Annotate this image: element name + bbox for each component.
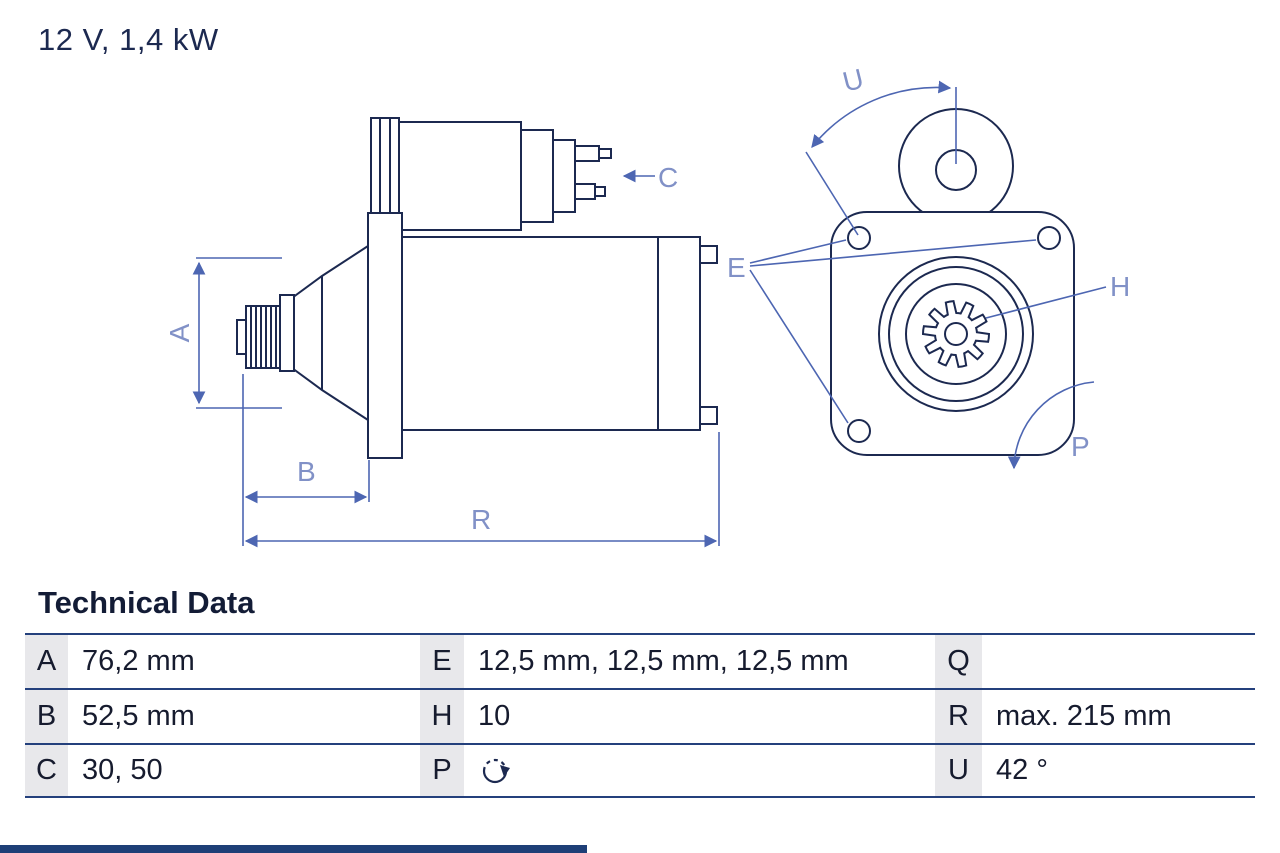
table-key-cell: P xyxy=(420,745,464,796)
technical-data-section: Technical Data A 76,2 mm E 12,5 mm, 12,5… xyxy=(25,585,1255,798)
bolt-hole-top-left xyxy=(847,226,871,250)
product-drawing: A B R C E H U P xyxy=(164,63,1130,548)
bolt-hole-bottom-left xyxy=(847,419,871,443)
table-value-cell xyxy=(464,745,935,796)
dimension-label-P: P xyxy=(1071,431,1090,462)
table-key-cell: U xyxy=(935,745,982,796)
table-value-cell: 52,5 mm xyxy=(82,700,195,732)
dimension-label-U: U xyxy=(840,63,867,98)
table-key-cell: Q xyxy=(935,635,982,688)
dimension-label-A: A xyxy=(164,323,195,342)
table-value-cell: 76,2 mm xyxy=(82,645,195,677)
table-key-cell: C xyxy=(25,745,68,796)
table-key-cell: E xyxy=(420,635,464,688)
table-row: A 76,2 mm E 12,5 mm, 12,5 mm, 12,5 mm Q xyxy=(25,633,1255,688)
side-view xyxy=(236,117,718,459)
table-key-cell: A xyxy=(25,635,68,688)
page-title: 12 V, 1,4 kW xyxy=(38,22,219,57)
dimension-label-H: H xyxy=(1110,271,1130,302)
table-value-cell: 30, 50 xyxy=(82,754,163,786)
dimension-label-C: C xyxy=(658,162,678,193)
table-value-cell: 10 xyxy=(478,700,511,732)
bolt-hole-top-right xyxy=(1037,226,1061,250)
table-value-cell xyxy=(982,635,1255,688)
front-view xyxy=(830,108,1075,456)
dimension-label-E: E xyxy=(727,252,746,283)
footer-bar xyxy=(0,845,587,853)
technical-data-table: A 76,2 mm E 12,5 mm, 12,5 mm, 12,5 mm Q … xyxy=(25,633,1255,798)
dimension-label-R: R xyxy=(471,504,491,535)
table-row: B 52,5 mm H 10 R max. 215 mm xyxy=(25,688,1255,743)
shaft-hole xyxy=(944,322,968,346)
rotation-direction-icon xyxy=(482,758,510,783)
table-row: C 30, 50 P U 42 ° xyxy=(25,743,1255,798)
technical-data-heading: Technical Data xyxy=(38,585,255,620)
dimension-label-B: B xyxy=(297,456,316,487)
table-value-cell: 12,5 mm, 12,5 mm, 12,5 mm xyxy=(478,645,849,677)
table-key-cell: B xyxy=(25,690,68,743)
table-key-cell: R xyxy=(935,690,982,743)
table-value-cell: 42 ° xyxy=(996,754,1048,786)
table-value-cell: max. 215 mm xyxy=(996,700,1172,732)
table-key-cell: H xyxy=(420,690,464,743)
